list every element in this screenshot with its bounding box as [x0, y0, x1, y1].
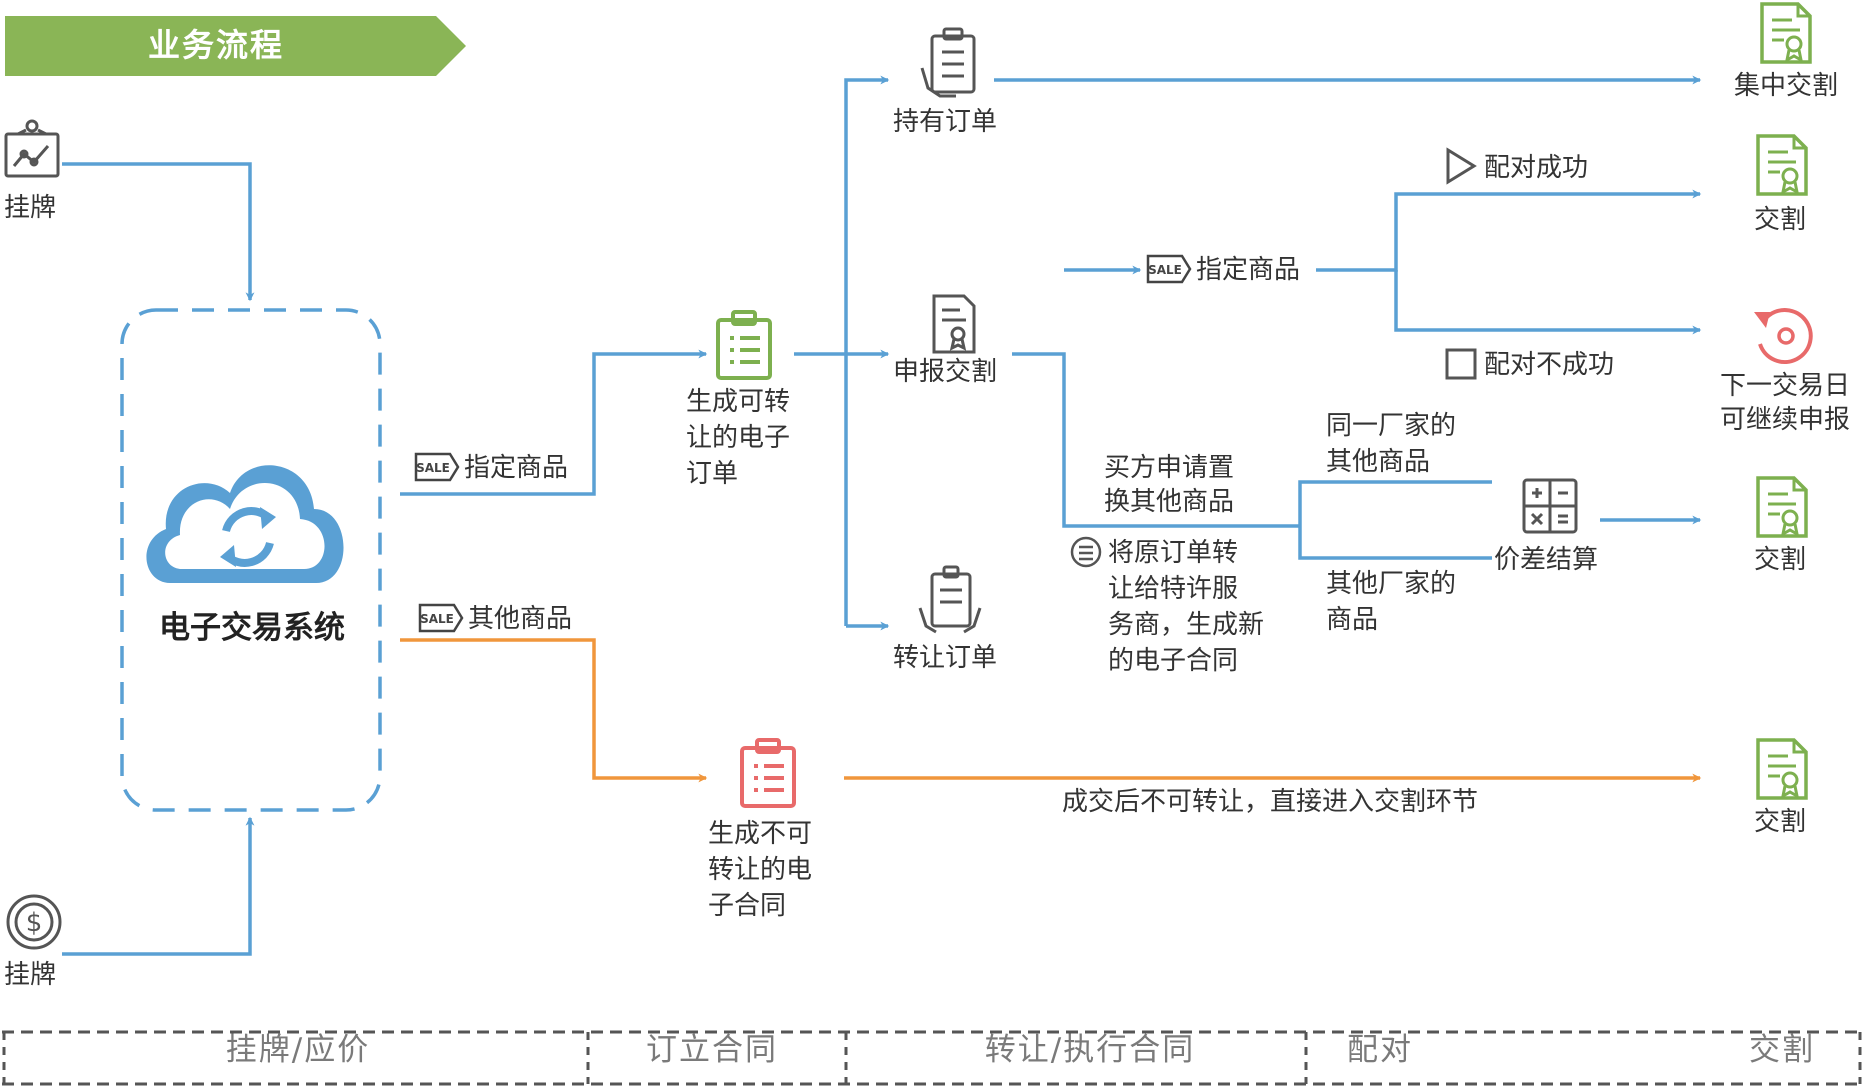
- outcome-next-day-line-1: 下一交易日: [1720, 371, 1850, 401]
- declare-trunk: [1012, 352, 1300, 528]
- listing-bottom-label: 挂牌: [4, 960, 56, 990]
- declare-delivery-label: 申报交割: [893, 357, 997, 387]
- svg-text:SALE: SALE: [1148, 263, 1182, 277]
- certificate-icon-3: [1756, 738, 1808, 800]
- match-fail-connector: [1394, 270, 1702, 335]
- certificate-icon-central: [1760, 2, 1812, 64]
- note-line-2: 让给特许服: [1108, 574, 1238, 604]
- note-icon: [1070, 536, 1102, 568]
- direct-delivery-note: 成交后不可转让，直接进入交割环节: [1062, 787, 1478, 817]
- transfer-order-label: 转让订单: [893, 643, 997, 673]
- calculator-icon: [1522, 478, 1578, 534]
- order-to-hold-connector: [844, 75, 890, 626]
- svg-text:$: $: [26, 908, 43, 938]
- non-transferable-line-1: 生成不可: [708, 819, 812, 849]
- stage-delivery: 交割: [1749, 1032, 1815, 1068]
- same-factory-line-2: 其他商品: [1326, 447, 1430, 477]
- play-icon: [1446, 147, 1477, 185]
- same-factory-connector: [1298, 480, 1492, 526]
- match-fail-label: 配对不成功: [1484, 350, 1614, 380]
- clipboard-icon-red: [740, 738, 796, 808]
- price-settle-label: 价差结算: [1494, 545, 1598, 575]
- sale-tag-icon: SALE: [414, 452, 460, 482]
- note-line-1: 将原订单转: [1108, 538, 1238, 568]
- listing-top-connector: [62, 162, 255, 302]
- buyer-request-line-1: 买方申请置: [1104, 453, 1234, 483]
- square-icon: [1445, 348, 1477, 380]
- note-line-3: 务商，生成新: [1108, 610, 1264, 640]
- outcome-next-day-line-2: 可继续申报: [1720, 405, 1850, 435]
- other-factory-connector: [1298, 526, 1492, 560]
- transfer-order-icon: [918, 565, 982, 634]
- declare-delivery-icon: [932, 294, 976, 354]
- outcome-delivery-1-label: 交割: [1754, 205, 1806, 235]
- outcome-delivery-3-label: 交割: [1754, 807, 1806, 837]
- stage-bar: 挂牌/应价 订立合同 转让/执行合同 配对 交割: [2, 1030, 1862, 1086]
- non-transferable-line-3: 子合同: [708, 891, 786, 921]
- svg-text:SALE: SALE: [416, 461, 450, 475]
- transferable-order-line-1: 生成可转: [686, 387, 790, 417]
- certificate-icon-2: [1756, 476, 1808, 538]
- match-success-connector: [1316, 189, 1702, 272]
- match-success-label: 配对成功: [1484, 153, 1588, 183]
- designated-connector: [400, 349, 708, 496]
- sale-tag-icon-2: SALE: [1146, 254, 1192, 284]
- sale-tag-icon-3: SALE: [418, 603, 464, 633]
- transferable-order-line-3: 订单: [686, 459, 738, 489]
- svg-text:SALE: SALE: [420, 612, 454, 626]
- outcome-delivery-2-label: 交割: [1754, 545, 1806, 575]
- stage-listing: 挂牌/应价: [226, 1032, 370, 1068]
- hold-order-icon: [920, 27, 976, 98]
- same-factory-line-1: 同一厂家的: [1326, 411, 1456, 441]
- note-line-4: 的电子合同: [1108, 646, 1238, 676]
- retry-icon: [1754, 308, 1813, 364]
- chart-board-icon: [4, 119, 60, 178]
- listing-bottom-connector: [62, 816, 255, 956]
- cloud-sync-icon: [146, 465, 344, 583]
- non-transferable-line-2: 转让的电: [708, 855, 812, 885]
- outcome-central-label: 集中交割: [1734, 71, 1838, 101]
- stage-transfer: 转让/执行合同: [985, 1032, 1195, 1068]
- designated-goods-label: 指定商品: [464, 453, 568, 483]
- stage-match: 配对: [1347, 1032, 1413, 1068]
- header-banner: 业务流程: [5, 16, 466, 76]
- other-factory-line-2: 商品: [1326, 605, 1378, 635]
- declare-designated-label: 指定商品: [1196, 255, 1300, 285]
- listing-top-label: 挂牌: [4, 193, 56, 223]
- other-goods-label: 其他商品: [468, 604, 572, 634]
- other-factory-line-1: 其他厂家的: [1326, 569, 1456, 599]
- buyer-request-line-2: 换其他商品: [1104, 487, 1234, 517]
- certificate-icon-1: [1756, 134, 1808, 196]
- system-label: 电子交易系统: [159, 610, 345, 646]
- header-title: 业务流程: [148, 26, 284, 64]
- clipboard-icon: [716, 310, 772, 380]
- dollar-coin-icon: $: [6, 894, 62, 950]
- hold-order-label: 持有订单: [893, 107, 997, 137]
- transferable-order-line-2: 让的电子: [686, 423, 790, 453]
- stage-contract: 订立合同: [646, 1032, 778, 1068]
- other-connector: [400, 638, 708, 783]
